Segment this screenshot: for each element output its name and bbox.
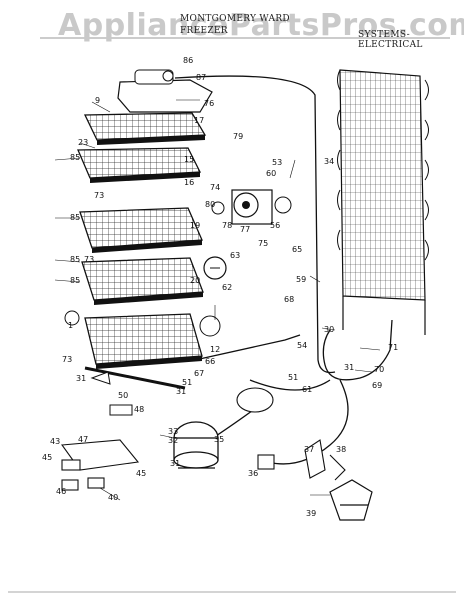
callout: 67 [194, 369, 204, 378]
model-header: FREEZER [180, 26, 228, 36]
callout: 33 [168, 427, 178, 436]
electrical-block [60, 439, 140, 491]
callout: 85 [70, 213, 80, 222]
callout: 54 [297, 341, 307, 350]
callout: 31 [176, 387, 186, 396]
shelf-1 [83, 112, 207, 145]
leader-lines [54, 99, 381, 501]
callout: 35 [214, 435, 224, 444]
callout: 61 [302, 385, 312, 394]
callout: 62 [222, 283, 232, 292]
shelf-2 [77, 147, 202, 183]
callout: 85 [70, 276, 80, 285]
callout: 63 [230, 251, 240, 260]
callout: 69 [372, 381, 382, 390]
callout: 79 [233, 132, 243, 141]
callout: 12 [210, 345, 220, 354]
drain-pan [329, 479, 373, 521]
callout: 85 [70, 255, 80, 264]
callout: 59 [296, 275, 306, 284]
callout: 76 [204, 99, 214, 108]
callout: 36 [248, 469, 258, 478]
callout: 51 [182, 378, 192, 387]
callout: 51 [288, 373, 298, 382]
callout: 47 [78, 435, 88, 444]
callout: 1 [68, 321, 73, 330]
callout: 65 [292, 245, 302, 254]
callout-labels: 9 86 87 76 17 79 23 85 15 73 16 53 60 34… [42, 56, 398, 518]
callout: 48 [134, 405, 144, 414]
callout: 38 [336, 445, 346, 454]
callout: 45 [42, 453, 52, 462]
callout: 73 [62, 355, 72, 364]
base-rail [84, 366, 186, 390]
callout: 19 [190, 221, 200, 230]
callout: 50 [118, 391, 128, 400]
callout: 15 [184, 155, 194, 164]
callout: 71 [388, 343, 398, 352]
callout: 37 [304, 445, 314, 454]
callout: 31 [76, 374, 86, 383]
left-hardware [64, 310, 221, 416]
callout: 16 [184, 178, 194, 187]
callout: 73 [94, 191, 104, 200]
callout: 74 [210, 183, 220, 192]
callout: 85 [70, 153, 80, 162]
callout: 70 [374, 365, 384, 374]
thermostat-knob [203, 256, 227, 280]
section-header: SYSTEMS-ELECTRICAL [358, 30, 423, 50]
callout: 40 [108, 493, 118, 502]
callout: 9 [95, 96, 100, 105]
callout: 46 [56, 487, 66, 496]
compressor [173, 421, 219, 469]
callout: 86 [183, 56, 193, 65]
callout: 80 [205, 200, 215, 209]
callout: 56 [270, 221, 280, 230]
callout: 60 [266, 169, 276, 178]
watermark: AppliancePartsPros.com [58, 8, 464, 43]
callout: 68 [284, 295, 294, 304]
callout: 32 [168, 436, 178, 445]
callout: 23 [78, 138, 88, 147]
condenser-coil [337, 69, 429, 335]
shelf-4 [81, 257, 204, 305]
callout: 87 [196, 73, 206, 82]
shelf-3 [79, 207, 203, 253]
callout: 39 [306, 509, 316, 518]
callout: 43 [50, 437, 60, 446]
callout: 45 [136, 469, 146, 478]
callout: 73 [84, 255, 94, 264]
defrost-timer [211, 189, 292, 225]
callout: 20 [190, 276, 200, 285]
shelf-5 [84, 313, 203, 369]
callout: 75 [258, 239, 268, 248]
top-evaporator-cover [117, 69, 213, 113]
callout: 31 [170, 459, 180, 468]
callout: 53 [272, 158, 282, 167]
callout: 30 [324, 325, 334, 334]
callout: 78 [222, 221, 232, 230]
callout: 34 [324, 157, 334, 166]
callout: 17 [194, 116, 204, 125]
callout: 66 [205, 357, 215, 366]
fan-motor [236, 387, 346, 481]
callout: 77 [240, 225, 250, 234]
callout: 31 [344, 363, 354, 372]
brand-header: MONTGOMERY WARD [180, 14, 290, 24]
